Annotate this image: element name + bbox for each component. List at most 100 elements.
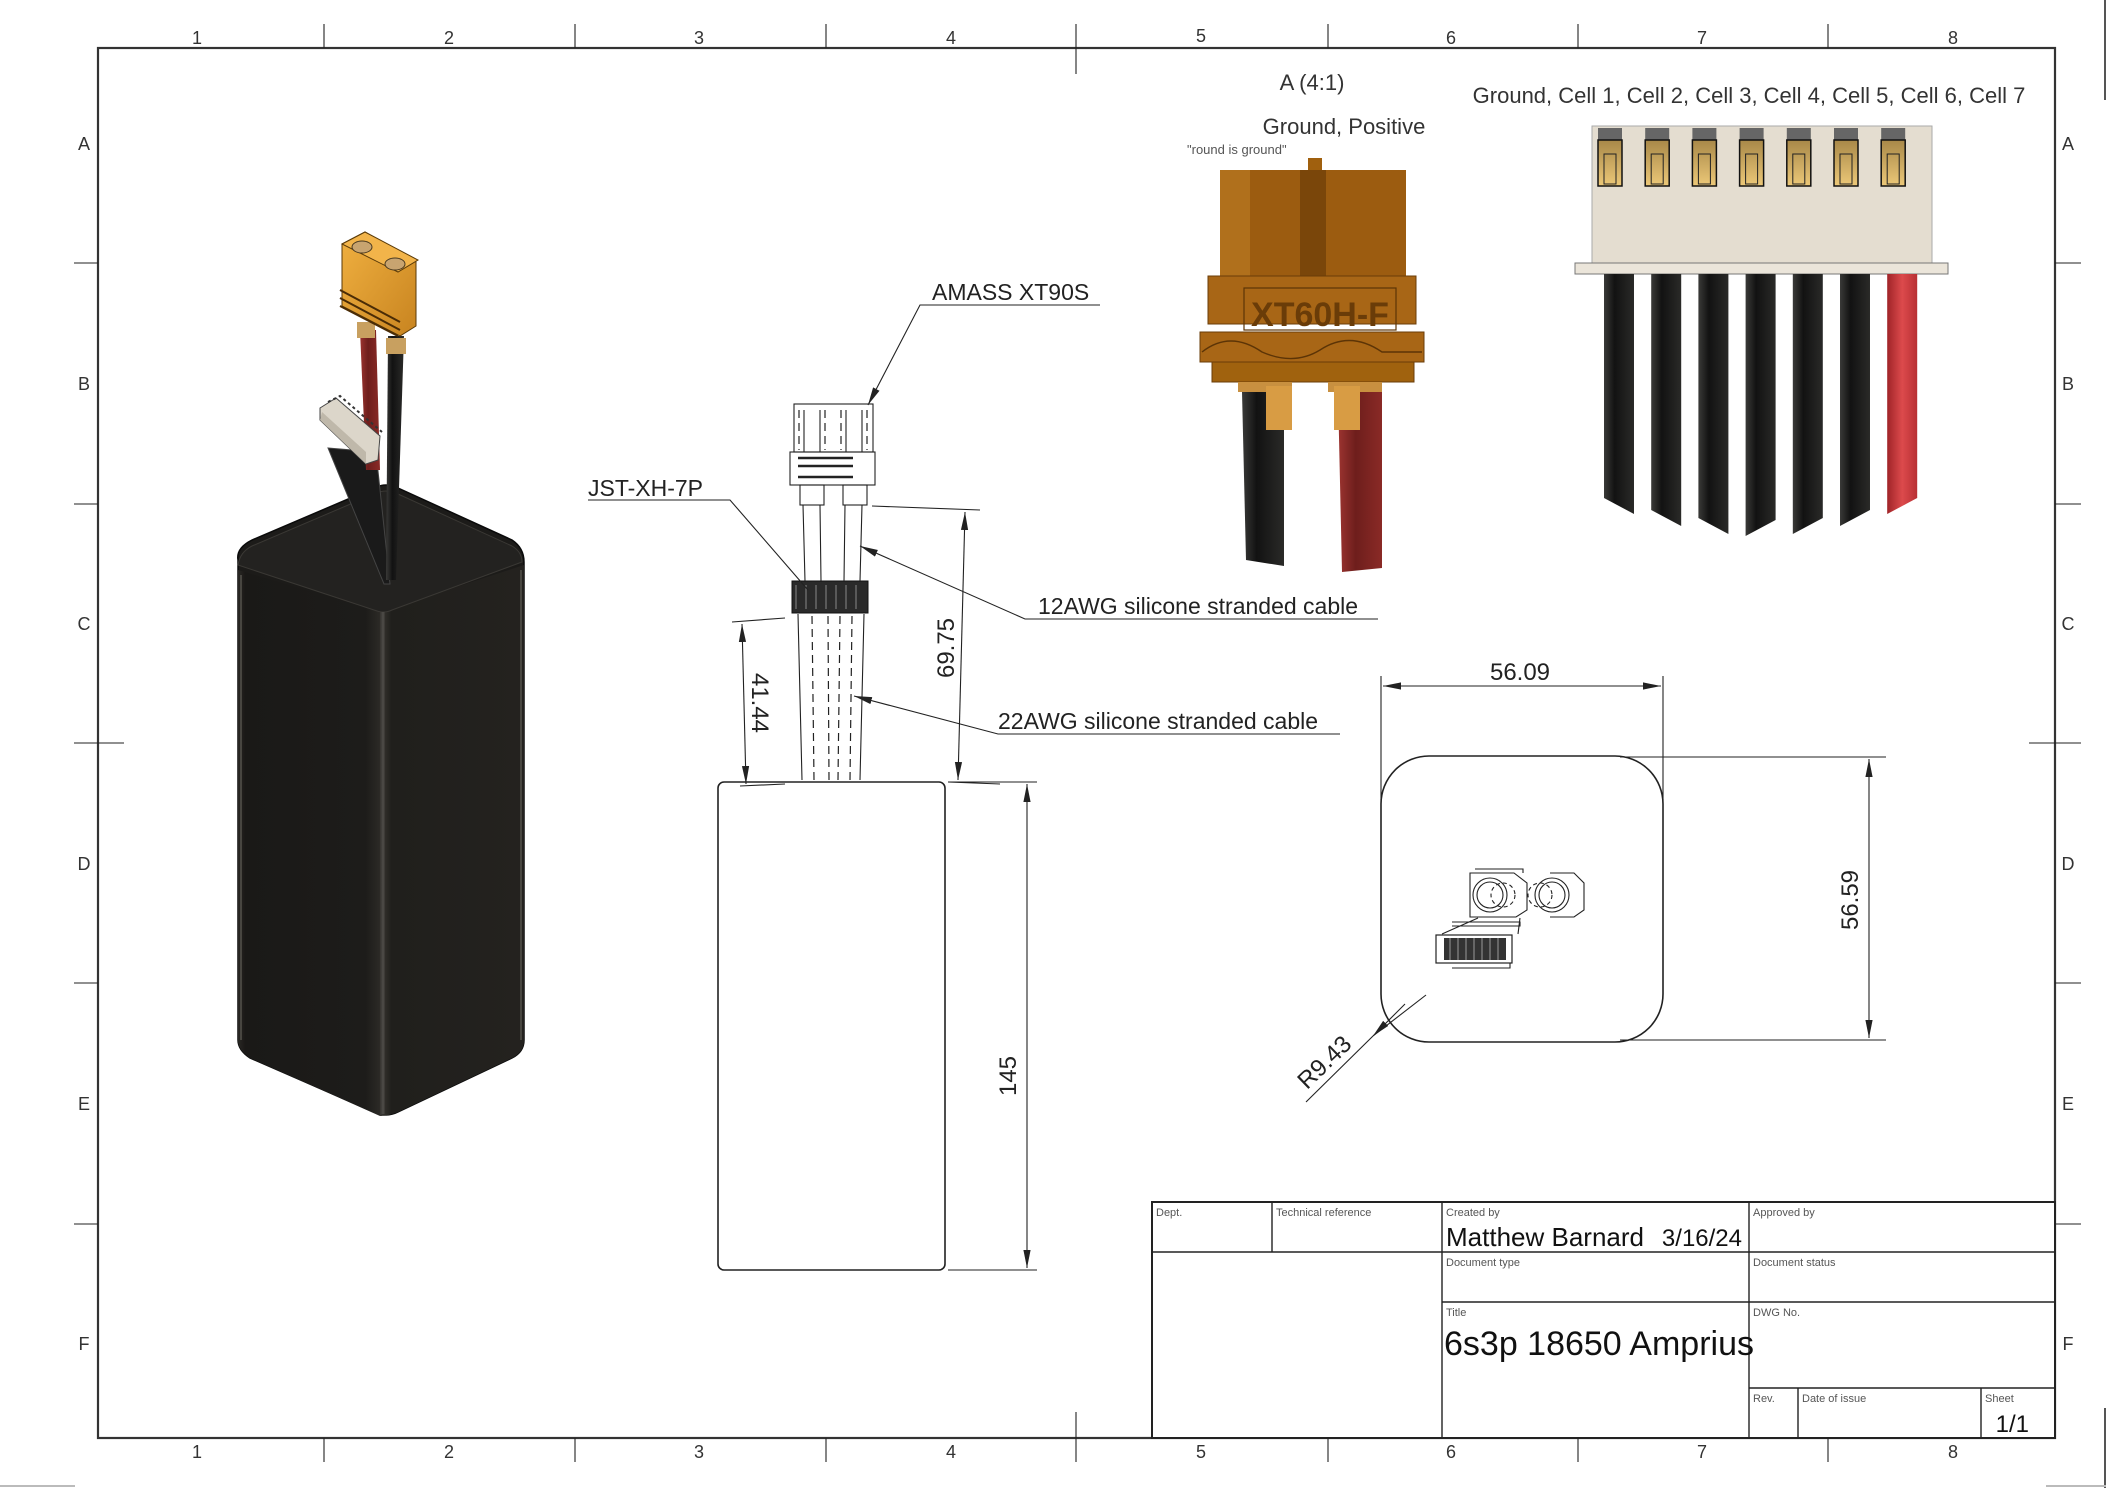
balance-wire-red [1887, 274, 1918, 514]
tb-title-label: Title [1446, 1307, 1466, 1319]
viewport-edge [2104, 1408, 2106, 1488]
balance-wire-black [1792, 274, 1823, 534]
tb-title-value: 6s3p 18650 Amprius [1444, 1325, 1754, 1363]
zone-row-label: C [2062, 614, 2075, 634]
tb-created-date: 3/16/24 [1662, 1225, 1742, 1252]
zone-col-label: 1 [192, 1442, 202, 1462]
tb-rev-label: Rev. [1753, 1393, 1775, 1405]
xt60-marking: XT60H-F [1251, 296, 1389, 334]
viewport-edge [0, 1485, 75, 1487]
connectors-top [1435, 868, 1585, 969]
zone-col-label: 3 [694, 1442, 704, 1462]
jst-pin-contact [1650, 153, 1664, 185]
black-wire-iso [386, 336, 404, 580]
balance-wire-black [1698, 274, 1729, 534]
balance-wire-black [1840, 274, 1870, 526]
dimension-width: 56.09 [1490, 659, 1550, 686]
zone-row-label: E [2062, 1094, 2074, 1114]
tb-approved-by-label: Approved by [1753, 1207, 1815, 1219]
balance-connector-detail: Ground, Cell 1, Cell 2, Cell 3, Cell 4, … [1473, 83, 2026, 536]
jst-xh-side [791, 580, 869, 614]
title-block: Dept. Technical reference Created by Mat… [1151, 1201, 2056, 1439]
tb-dept-label: Dept. [1156, 1207, 1182, 1219]
tb-sheet-value: 1/1 [1996, 1411, 2029, 1438]
battery-body-side [717, 781, 946, 1271]
callout-jst-xh: JST-XH-7P [588, 475, 703, 501]
jst-pin-slot [1598, 128, 1622, 140]
zone-col-label: 1 [192, 28, 202, 48]
jst-pin [1691, 139, 1718, 187]
zone-col-label: 2 [444, 28, 454, 48]
jst-pin-slot [1786, 128, 1811, 140]
zone-row-label: D [2062, 854, 2075, 874]
zone-col-label: 8 [1948, 1442, 1958, 1462]
jst-pin [1786, 139, 1812, 187]
zone-col-label: 4 [946, 28, 956, 48]
zone-col-label: 5 [1196, 1442, 1206, 1462]
tb-doc-status-label: Document status [1753, 1257, 1836, 1269]
dimension-corner-radius: R9.43 [1292, 1031, 1357, 1095]
callout-xt90s: AMASS XT90S [932, 279, 1089, 305]
xt90-side [789, 403, 876, 506]
viewport-edge [2046, 1485, 2106, 1487]
top-view: 56.09 56.59 R9.43 [1292, 659, 1886, 1103]
jst-pin [1644, 139, 1670, 187]
jst-pin [1597, 139, 1623, 187]
tb-created-by-label: Created by [1446, 1207, 1500, 1219]
battery-body-top [1380, 755, 1664, 1043]
detail-view-a: A (4:1) Ground, Positive "round is groun… [1187, 70, 1425, 572]
dimension-body-height: 145 [995, 1056, 1022, 1096]
isometric-view [237, 231, 525, 1116]
tb-sheet-label: Sheet [1985, 1393, 2014, 1405]
balance-wire-black [1651, 274, 1682, 526]
zone-col-label: 7 [1697, 28, 1707, 48]
jst-pin [1880, 139, 1906, 187]
detail-pinout: Ground, Positive [1263, 114, 1426, 139]
zone-col-label: 2 [444, 1442, 454, 1462]
zone-row-label: E [78, 1094, 90, 1114]
jst-pin [1738, 139, 1765, 187]
callout-12awg-cable: 12AWG silicone stranded cable [1038, 593, 1358, 619]
jst-pin-contact [1792, 153, 1806, 185]
xt90-connector-iso [339, 231, 420, 337]
zone-ticks [74, 24, 2081, 1462]
zone-row-label: F [79, 1334, 90, 1354]
jst-pin [1833, 139, 1859, 187]
detail-label: A (4:1) [1280, 70, 1345, 95]
jst-connector-iso [319, 394, 383, 465]
jst-pin-slot [1739, 128, 1764, 140]
tb-created-by-value: Matthew Barnard [1446, 1222, 1644, 1252]
drawing-frame: 1 2 3 4 5 6 7 8 1 2 3 4 5 6 7 8 A B C D … [74, 24, 2081, 1462]
jst-pin-slot [1645, 128, 1670, 140]
zone-col-label: 5 [1196, 26, 1206, 46]
dimension-balance-lead: 41.44 [746, 673, 773, 733]
zone-row-label: B [2062, 374, 2074, 394]
jst-pin-slot [1692, 128, 1717, 140]
balance-pinout: Ground, Cell 1, Cell 2, Cell 3, Cell 4, … [1473, 83, 2026, 108]
zone-col-label: 8 [1948, 28, 1958, 48]
jst-pin-contact [1697, 153, 1711, 185]
viewport-edge [2104, 0, 2106, 100]
tb-techref-label: Technical reference [1276, 1207, 1371, 1219]
zone-row-label: B [78, 374, 90, 394]
battery-body-iso [237, 484, 525, 1116]
balance-wire-black [1604, 274, 1634, 514]
jst-xh-connector [1574, 125, 1949, 536]
detail-note: "round is ground" [1187, 142, 1287, 157]
jst-pin-contact [1745, 153, 1759, 185]
dimension-main-lead: 69.75 [933, 618, 960, 678]
jst-pin-contact [1886, 153, 1900, 185]
jst-pin-contact [1839, 153, 1853, 185]
balance-wire-black [1745, 274, 1776, 536]
zone-col-label: 6 [1446, 28, 1456, 48]
zone-row-label: D [78, 854, 91, 874]
zone-col-label: 3 [694, 28, 704, 48]
zone-col-label: 6 [1446, 1442, 1456, 1462]
zone-row-label: F [2063, 1334, 2074, 1354]
zone-col-label: 4 [946, 1442, 956, 1462]
zone-row-label: A [78, 134, 90, 154]
jst-pin-contact [1603, 153, 1617, 185]
zone-row-label: A [2062, 134, 2074, 154]
zone-row-label: C [78, 614, 91, 634]
